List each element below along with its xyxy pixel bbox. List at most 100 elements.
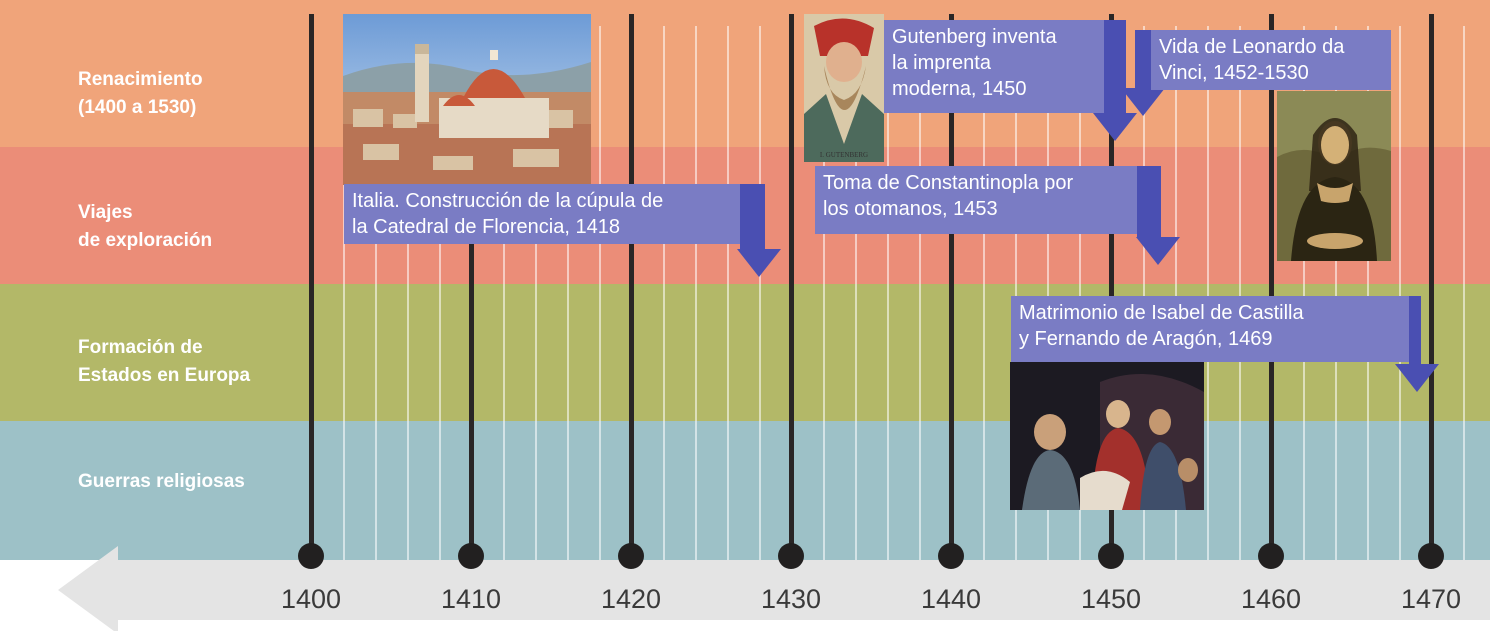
timeline-arrow-shape [58, 546, 1490, 631]
tick-1450 [1109, 14, 1114, 556]
event-text-line: moderna, 1450 [892, 78, 1027, 100]
minor-gridline [343, 26, 345, 560]
year-label-1430: 1430 [760, 584, 822, 614]
band-label-line: Estados en Europa [78, 365, 251, 386]
florence-cathedral-drawing [343, 14, 591, 185]
minor-gridline [695, 26, 697, 560]
event-text-line: la imprenta [892, 52, 991, 74]
band-guerras: Guerras religiosas [0, 421, 1490, 560]
mona-lisa-image [1277, 91, 1391, 261]
tick-dot-1460 [1258, 543, 1284, 569]
event-text-line: Gutenberg inventa [892, 26, 1057, 48]
tick-dot-1470 [1418, 543, 1444, 569]
minor-gridline [855, 26, 857, 560]
event-text-line: los otomanos, 1453 [823, 198, 998, 220]
royal-wedding-image [1010, 362, 1204, 510]
tick-dot-1420 [618, 543, 644, 569]
tick-1470 [1429, 14, 1434, 556]
gutenberg-portrait-image: I. GUTENBERG [804, 14, 884, 162]
tick-dot-1410 [458, 543, 484, 569]
year-label-1410: 1410 [440, 584, 502, 614]
band-label-line: Renacimiento [78, 69, 203, 90]
event-text-line: Vinci, 1452-1530 [1159, 62, 1309, 84]
minor-gridline [1399, 26, 1401, 560]
minor-gridline [663, 26, 665, 560]
event-text-line: Toma de Constantinopla por [823, 172, 1074, 194]
event-leonardo-arrow-head [1121, 88, 1165, 116]
minor-gridline [1303, 26, 1305, 560]
florence-cathedral-image [343, 14, 591, 185]
minor-gridline [1015, 26, 1017, 560]
minor-gridline [1463, 26, 1465, 560]
event-text-line: Vida de Leonardo da [1159, 36, 1345, 58]
minor-gridline [503, 26, 505, 560]
event-text-line: la Catedral de Florencia, 1418 [352, 216, 620, 238]
tick-dot-1430 [778, 543, 804, 569]
event-text-line: y Fernando de Aragón, 1469 [1019, 328, 1273, 350]
year-label-1420: 1420 [600, 584, 662, 614]
minor-gridline [823, 26, 825, 560]
svg-text:I. GUTENBERG: I. GUTENBERG [820, 151, 868, 159]
tick-1420 [629, 14, 634, 556]
band-label-renacimiento: Renacimiento (1400 a 1530) [78, 66, 203, 122]
minor-gridline [887, 26, 889, 560]
event-text-line: Matrimonio de Isabel de Castilla [1019, 302, 1304, 324]
minor-gridline [1335, 26, 1337, 560]
event-constantinople-arrow-stem [1137, 166, 1161, 238]
band-label-line: Formación de [78, 337, 203, 358]
minor-gridline [1079, 26, 1081, 560]
band-label-guerras: Guerras religiosas [78, 468, 245, 496]
royal-wedding-drawing [1010, 362, 1204, 510]
minor-gridline [535, 26, 537, 560]
minor-gridline [567, 26, 569, 560]
minor-gridline [375, 26, 377, 560]
minor-gridline [599, 26, 601, 560]
minor-gridline [1367, 26, 1369, 560]
event-gutenberg-arrow-head [1093, 113, 1137, 141]
band-label-viajes: Viajes de exploración [78, 199, 212, 255]
minor-gridline [1047, 26, 1049, 560]
event-florence-arrow-stem [740, 184, 765, 252]
minor-gridline [1239, 26, 1241, 560]
event-constantinople-arrow-head [1136, 237, 1180, 265]
minor-gridline [983, 26, 985, 560]
minor-gridline [1143, 26, 1145, 560]
band-label-line: Guerras religiosas [78, 471, 245, 492]
year-label-1440: 1440 [920, 584, 982, 614]
event-wedding-arrow-head [1395, 364, 1439, 392]
event-florence-callout: Italia. Construcción de la cúpula de la … [344, 184, 740, 244]
event-gutenberg-callout: Gutenberg inventa la imprenta moderna, 1… [884, 20, 1106, 113]
minor-gridline [1207, 26, 1209, 560]
minor-gridline [759, 26, 761, 560]
tick-1460 [1269, 14, 1274, 556]
event-text-line: Italia. Construcción de la cúpula de [352, 190, 664, 212]
event-leonardo-arrow-stem [1135, 30, 1151, 90]
minor-gridline [1175, 26, 1177, 560]
year-label-1400: 1400 [280, 584, 342, 614]
tick-dot-1400 [298, 543, 324, 569]
year-label-1470: 1470 [1400, 584, 1462, 614]
event-florence-arrow-head [737, 249, 781, 277]
event-gutenberg-arrow-stem [1104, 20, 1126, 114]
band-label-line: Viajes [78, 202, 133, 223]
year-label-1460: 1460 [1240, 584, 1302, 614]
band-label-line: (1400 a 1530) [78, 97, 197, 118]
tick-1430 [789, 14, 794, 556]
event-leonardo-callout: Vida de Leonardo da Vinci, 1452-1530 [1151, 30, 1391, 90]
event-wedding-arrow-stem [1409, 296, 1421, 366]
minor-gridline [407, 26, 409, 560]
year-label-1450: 1450 [1080, 584, 1142, 614]
tick-1410 [469, 14, 474, 556]
tick-dot-1440 [938, 543, 964, 569]
minor-gridline [919, 26, 921, 560]
event-wedding-callout: Matrimonio de Isabel de Castilla y Ferna… [1011, 296, 1409, 362]
band-label-estados: Formación de Estados en Europa [78, 334, 250, 390]
mona-lisa-drawing [1277, 91, 1391, 261]
minor-gridline [439, 26, 441, 560]
tick-1440 [949, 14, 954, 556]
tick-1400 [309, 14, 314, 556]
gutenberg-portrait-drawing: I. GUTENBERG [804, 14, 884, 162]
tick-dot-1450 [1098, 543, 1124, 569]
